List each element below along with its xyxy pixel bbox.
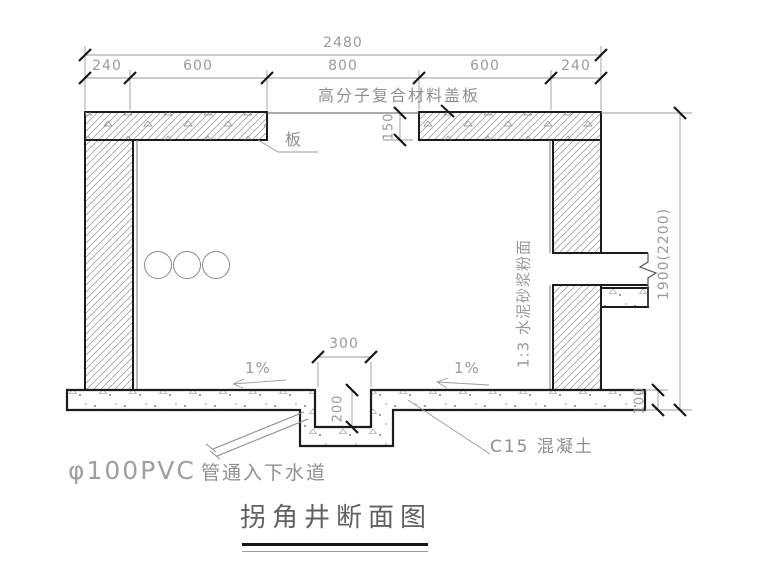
label-pvc-pipe: φ100PVC 管通入下水道 (68, 458, 327, 483)
right-wall-upper (549, 139, 602, 254)
title-underline-thin (242, 551, 428, 552)
wall-hole-circles (144, 251, 230, 279)
slope-mark-left (232, 378, 287, 389)
concrete-leader (407, 399, 491, 455)
pipe-break-tick (209, 450, 221, 460)
label-slab: 板 (285, 130, 304, 149)
pipe-break-symbol (638, 253, 658, 307)
dim-slab-thickness: 150 (381, 112, 397, 141)
label-plaster-face: 1:3 水泥砂浆粉面 (514, 239, 533, 368)
left-wall (84, 139, 138, 391)
pvc-pipe (205, 411, 309, 460)
dim-sump-width: 300 (329, 336, 359, 352)
label-pipe-size: φ100PVC (68, 456, 196, 485)
page-title: 拐角井断面图 (240, 503, 433, 533)
dim-wall-height: 1900(2200) (656, 207, 672, 301)
label-slope-left: 1% (245, 359, 271, 377)
pipe-break-tick (205, 443, 217, 453)
slab-leader (257, 139, 318, 153)
dim-seg-240-right: 240 (561, 58, 591, 74)
label-cover-plate: 高分子复合材料盖板 (318, 86, 481, 105)
dim-seg-600-right: 600 (470, 58, 500, 74)
dim-seg-800: 800 (328, 58, 358, 74)
top-slab-left (84, 111, 268, 141)
pipe-bedding-band (600, 287, 649, 308)
wall-hole-circle (144, 251, 172, 279)
wall-hole-circle (173, 251, 201, 279)
label-pipe-note: 管通入下水道 (200, 462, 327, 484)
dim-seg-240-left: 240 (92, 58, 122, 74)
dim-sump-depth: 200 (330, 394, 346, 423)
right-pipe-sleeve (553, 252, 658, 308)
label-concrete: C15 混凝土 (490, 437, 594, 457)
dim-seg-600-left: 600 (183, 58, 213, 74)
wall-hole-circle (202, 251, 230, 279)
cover-leader-tick (440, 104, 455, 118)
slope-mark-right (436, 377, 490, 389)
right-wall-lower (549, 284, 602, 391)
dim-floor-thickness: 100 (632, 386, 648, 415)
top-slab-right (418, 111, 602, 141)
dimension-ticks (78, 48, 687, 434)
title-underline-thick (242, 543, 428, 546)
dim-overall-width: 2480 (323, 35, 363, 51)
label-slope-right: 1% (454, 359, 480, 377)
